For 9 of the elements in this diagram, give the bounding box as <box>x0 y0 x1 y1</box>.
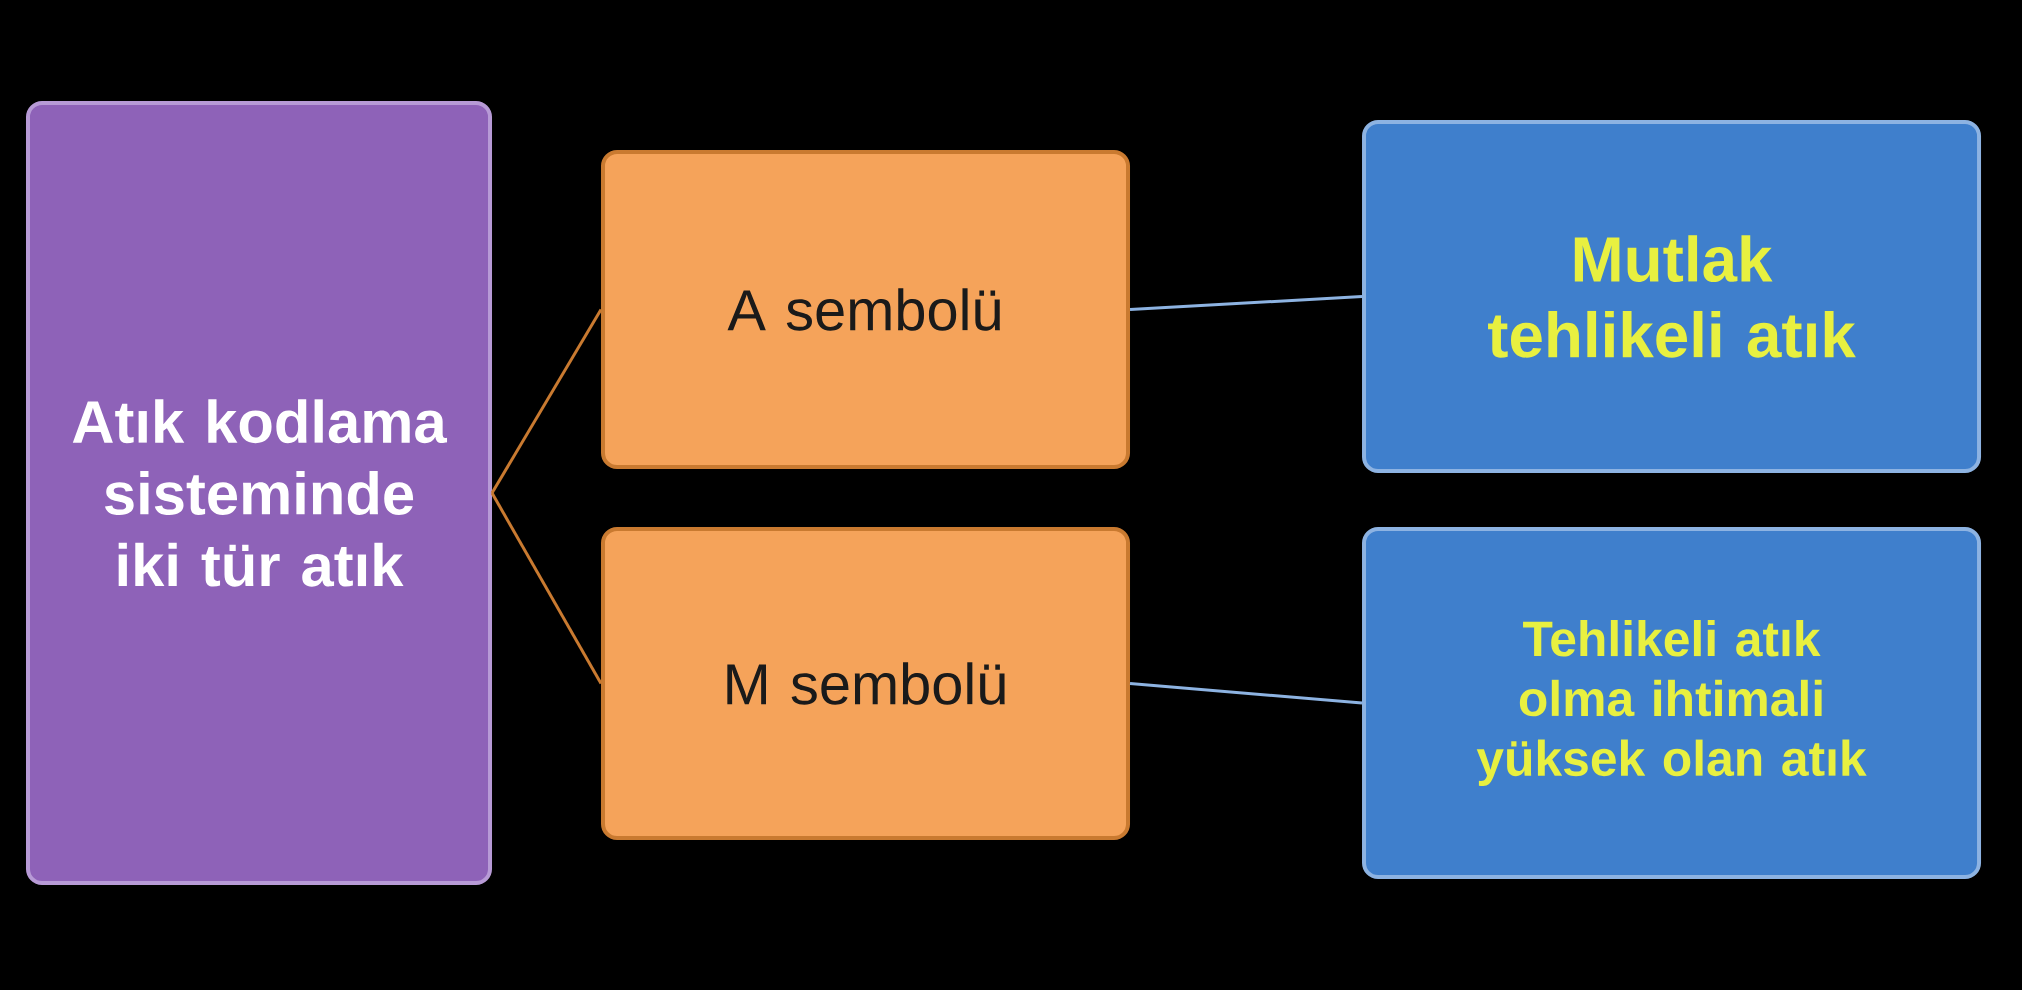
connector-line <box>490 492 603 685</box>
description-box: Mutlak tehlikeli atık <box>1362 120 1982 473</box>
connector-line <box>1129 682 1363 705</box>
description-box: Tehlikeli atık olma ihtimali yüksek olan atık <box>1362 527 1982 879</box>
category-box: Atık kodlama sisteminde iki tür atık <box>26 101 492 885</box>
symbol-box: M sembolü <box>601 527 1130 840</box>
connector-line <box>1129 295 1363 311</box>
connector-line <box>490 308 603 494</box>
symbol-box: A sembolü <box>601 150 1130 469</box>
